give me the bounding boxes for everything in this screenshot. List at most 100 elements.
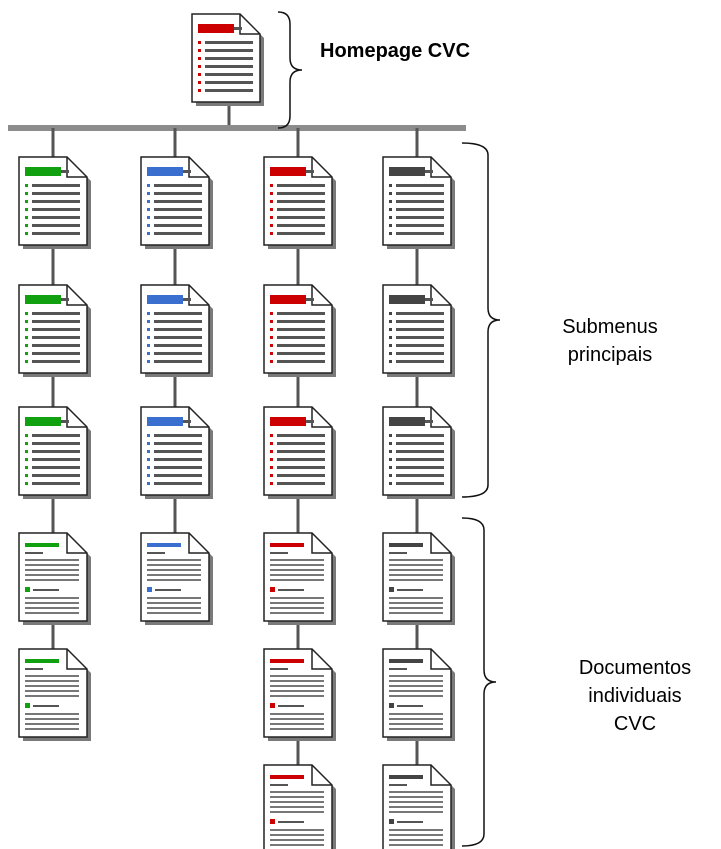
submenus-label-line: Submenus xyxy=(562,316,658,338)
page-text-line xyxy=(154,344,202,347)
page-text-line xyxy=(270,569,324,571)
page-bullet xyxy=(147,474,150,477)
page-text-line xyxy=(154,184,202,187)
page-subtitle xyxy=(389,668,407,670)
page-bullet xyxy=(389,434,392,437)
page-text-line xyxy=(205,89,253,92)
page-fold xyxy=(188,157,209,178)
page-bullet xyxy=(389,819,394,824)
page-bullet xyxy=(270,320,273,323)
page-text-line xyxy=(32,224,80,227)
page-subtitle xyxy=(389,784,407,786)
page-bullet xyxy=(25,208,28,211)
submenu-page-icon xyxy=(18,284,91,377)
page-bullet xyxy=(25,200,28,203)
submenu-page-icon xyxy=(382,406,455,499)
page-text-line xyxy=(277,208,325,211)
page-bullet xyxy=(389,336,392,339)
page-text-line xyxy=(396,200,444,203)
page-text-line xyxy=(32,434,80,437)
page-text-line xyxy=(147,597,201,599)
document-page-icon xyxy=(18,648,91,741)
documents-label-line: Documentos xyxy=(578,657,692,679)
page-bullet xyxy=(389,320,392,323)
page-text-line xyxy=(154,312,202,315)
homepage-page-icon xyxy=(191,13,264,106)
page-text-line xyxy=(154,208,202,211)
page-fold xyxy=(311,649,332,670)
submenu-page-icon xyxy=(140,284,213,377)
page-text-line xyxy=(396,312,444,315)
page-text-line xyxy=(25,564,79,566)
page-bullet xyxy=(270,312,273,315)
page-bullet xyxy=(25,336,28,339)
page-text-line xyxy=(277,482,325,485)
page-header-bar xyxy=(270,659,304,663)
page-bullet xyxy=(389,450,392,453)
page-bullet xyxy=(25,703,30,708)
page-text-line xyxy=(270,695,324,697)
page-bullet xyxy=(147,482,150,485)
page-bullet xyxy=(147,192,150,195)
submenu-page-icon xyxy=(263,284,336,377)
page-text-line xyxy=(154,216,202,219)
page-text-line xyxy=(25,569,79,571)
page-header-bar xyxy=(270,417,306,426)
homepage-label: Homepage CVC xyxy=(320,40,471,62)
page-bullet xyxy=(198,41,201,44)
page-text-line xyxy=(396,466,444,469)
page-text-line xyxy=(32,474,80,477)
page-text-line xyxy=(277,192,325,195)
page-text-line xyxy=(154,224,202,227)
page-text-line xyxy=(277,352,325,355)
page-bullet xyxy=(270,819,275,824)
page-bullet xyxy=(270,336,273,339)
page-text-line xyxy=(270,844,324,846)
page-bullet xyxy=(389,216,392,219)
page-fold xyxy=(311,533,332,554)
page-header-dash xyxy=(183,298,191,301)
page-text-line xyxy=(154,482,202,485)
page-subtitle xyxy=(25,668,43,670)
page-text-line xyxy=(389,834,443,836)
page-bullet xyxy=(147,312,150,315)
page-text-line xyxy=(389,839,443,841)
page-header-dash xyxy=(61,420,69,423)
page-text-line xyxy=(205,49,253,52)
page-text-line xyxy=(277,336,325,339)
documents-label-line: individuais xyxy=(588,685,682,707)
page-text-line xyxy=(277,360,325,363)
page-text-line xyxy=(396,328,444,331)
page-fold xyxy=(66,407,87,428)
page-header-bar xyxy=(25,417,61,426)
page-header-dash xyxy=(306,298,314,301)
page-subtitle xyxy=(25,552,43,554)
page-text-line xyxy=(396,216,444,219)
page-text-line xyxy=(25,695,79,697)
page-text-line xyxy=(278,589,304,591)
page-text-line xyxy=(277,466,325,469)
page-bullet xyxy=(25,192,28,195)
page-header-bar xyxy=(147,417,183,426)
connector-bus xyxy=(8,125,466,131)
page-text-line xyxy=(33,589,59,591)
submenu-page-icon xyxy=(263,406,336,499)
page-bullet xyxy=(25,232,28,235)
page-bullet xyxy=(147,216,150,219)
page-bullet xyxy=(147,360,150,363)
page-header-bar xyxy=(198,24,234,33)
page-text-line xyxy=(389,680,443,682)
page-text-line xyxy=(147,569,201,571)
page-bullet xyxy=(270,450,273,453)
page-text-line xyxy=(32,208,80,211)
page-text-line xyxy=(277,450,325,453)
page-bullet xyxy=(270,232,273,235)
page-bullet xyxy=(270,352,273,355)
page-bullet xyxy=(270,208,273,211)
page-fold xyxy=(188,407,209,428)
page-bullet xyxy=(147,344,150,347)
document-page-icon xyxy=(18,532,91,625)
page-bullet xyxy=(147,352,150,355)
submenu-page-icon xyxy=(140,406,213,499)
page-fold xyxy=(430,649,451,670)
